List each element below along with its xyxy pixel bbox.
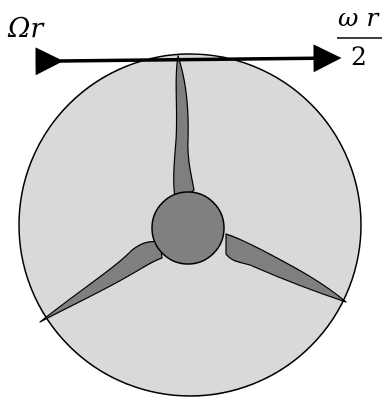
fraction-denominator: 2 [351, 42, 367, 71]
tangential-arrow [35, 44, 342, 76]
rotor-blades [39, 55, 347, 323]
rotor-hub [151, 191, 225, 265]
fraction-numerator: ω r [338, 3, 380, 32]
blade-lower-right [225, 233, 347, 303]
left-arrow-label: Ωr [7, 13, 45, 44]
right-arrow-fraction: ω r 2 [337, 3, 382, 71]
